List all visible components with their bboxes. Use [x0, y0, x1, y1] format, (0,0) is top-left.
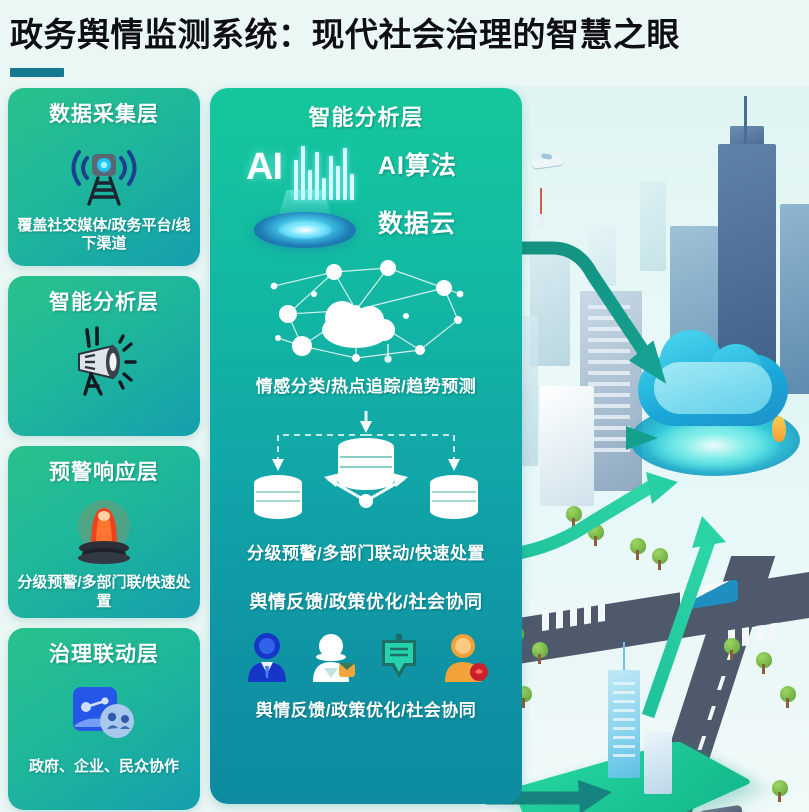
- card-caption: 覆盖社交媒体/政务平台/线下渠道: [17, 216, 191, 253]
- card-caption: 分级预警/多部门联/快速处置: [17, 574, 191, 610]
- ai-badge-label: AI: [246, 146, 283, 188]
- megaphone-icon: [61, 326, 147, 398]
- citizen-orange-icon: [442, 630, 488, 682]
- card-caption: 政府、企业、民众协作: [28, 758, 179, 775]
- card-title: 智能分析层: [49, 291, 159, 314]
- building-low-rise: [540, 386, 594, 506]
- section-caption-feedback-bottom: 舆情反馈/政策优化/社会协同: [255, 701, 477, 720]
- building-windows: [613, 682, 635, 760]
- center-analysis-panel: 智能分析层 AI AI算法 数据云: [210, 88, 522, 804]
- tree-icon: [630, 538, 646, 560]
- cloud-network-icon: [248, 254, 484, 372]
- tree-icon: [566, 506, 582, 528]
- businessman-blue-icon: [244, 630, 290, 682]
- platform-building: [608, 670, 640, 778]
- card-title: 治理联动层: [49, 643, 159, 666]
- document-teal-icon: [376, 630, 422, 682]
- layer-card-data-collection[interactable]: 数据采集层 覆盖社交媒体/政务平台/线下渠道: [8, 88, 200, 266]
- layer-card-intelligent-analysis[interactable]: 智能分析层: [8, 276, 200, 436]
- smart-city-illustration: [480, 86, 809, 812]
- flame-accent-icon: [772, 416, 786, 442]
- tree-icon: [772, 780, 788, 802]
- ai-hologram-row: AI AI算法 数据云: [210, 138, 522, 250]
- building-distant: [640, 181, 666, 271]
- title-accent-bar: [10, 68, 64, 77]
- tree-icon: [780, 686, 796, 708]
- layer-card-governance-linkage[interactable]: 治理联动层 政府、企业、民众协作: [8, 628, 200, 810]
- tree-icon: [756, 652, 772, 674]
- ai-hologram-icon: AI: [238, 138, 366, 248]
- broadcast-tower-icon: [67, 138, 141, 209]
- people-icon-row: [244, 630, 488, 682]
- section-caption-alert: 分级预警/多部门联动/快速处置: [247, 544, 485, 563]
- layer-card-alert-response[interactable]: 预警响应层 分级预警/多部门联/快速处置: [8, 446, 200, 618]
- antenna-spire-icon: [538, 188, 544, 226]
- data-bars-icon: [294, 144, 358, 200]
- tree-icon: [532, 642, 548, 664]
- page-title: 政务舆情监测系统：现代社会治理的智慧之眼: [10, 16, 680, 53]
- building-tower: [780, 204, 809, 394]
- center-panel-title: 智能分析层: [308, 105, 424, 130]
- database-distribution-icon: [232, 411, 500, 537]
- ai-label-data-cloud: 数据云: [378, 210, 457, 238]
- layer-card-list: 数据采集层 覆盖社交媒体/政务平台/线下渠道 智能分析层: [8, 88, 200, 812]
- platform-antenna-icon: [623, 642, 625, 672]
- tree-icon: [724, 638, 740, 660]
- collaboration-network-icon: [67, 678, 141, 750]
- card-title: 预警响应层: [49, 461, 159, 484]
- hologram-base-disc: [254, 212, 356, 248]
- ai-label-algorithm: AI算法: [378, 152, 458, 180]
- page-header: 政务舆情监测系统：现代社会治理的智慧之眼: [0, 0, 809, 86]
- ai-label-group: AI算法 数据云: [378, 146, 457, 262]
- cloud-platform-icon: [638, 328, 788, 432]
- flow-arrows: [485, 241, 726, 812]
- section-caption-feedback-top: 舆情反馈/政策优化/社会协同: [249, 592, 483, 612]
- tree-icon: [652, 548, 668, 570]
- card-title: 数据采集层: [49, 103, 159, 126]
- worker-white-icon: [310, 630, 356, 682]
- section-caption-analysis: 情感分类/热点追踪/趋势预测: [255, 377, 477, 396]
- glowing-data-disc-inner: [648, 420, 780, 472]
- platform-building: [644, 732, 672, 794]
- siren-alarm-icon: [71, 496, 137, 566]
